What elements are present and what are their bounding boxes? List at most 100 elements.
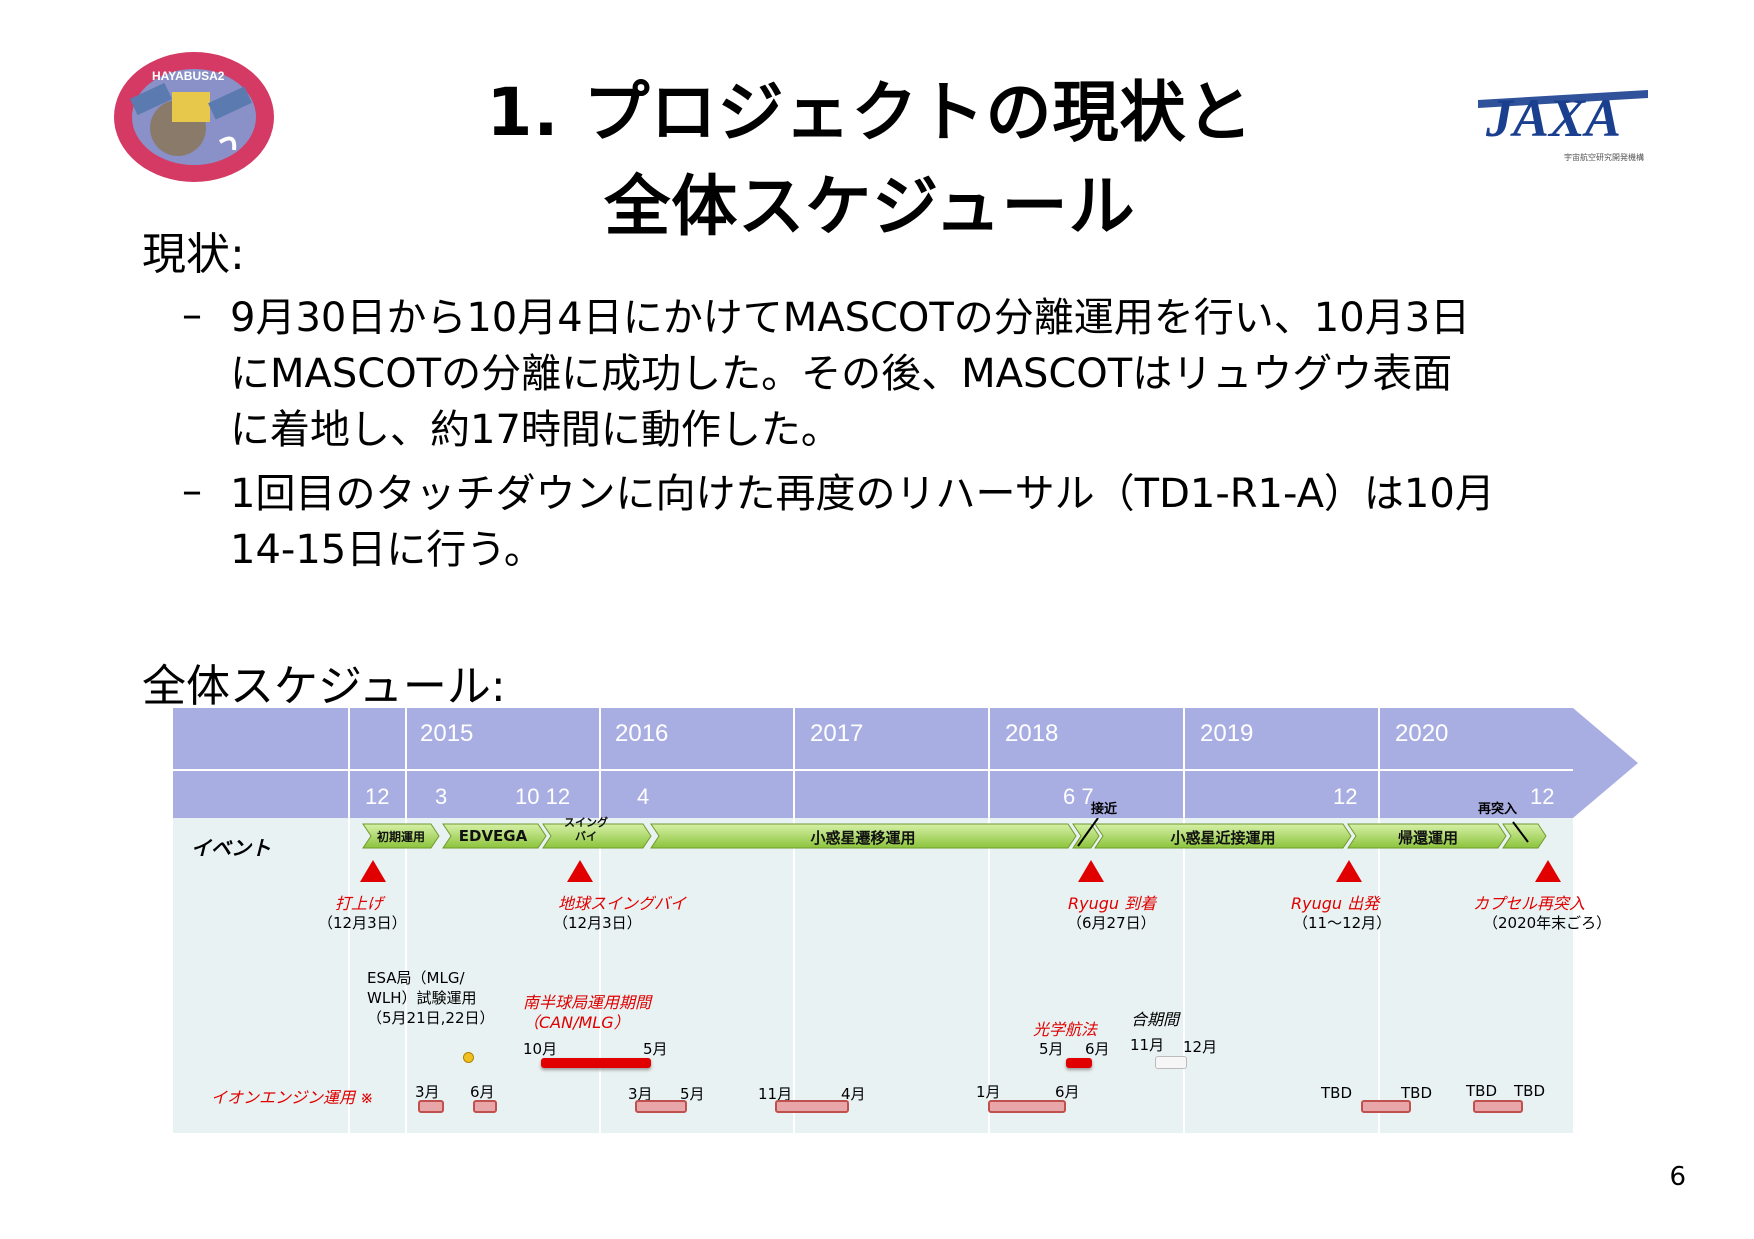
south-line-1: 南半球局運用期間 — [523, 993, 652, 1012]
grid-line — [793, 708, 795, 1133]
esa-test-note: ESA局（MLG/ WLH）試験運用 （5月21日,22日） — [367, 968, 495, 1028]
esa-line-1: ESA局（MLG/ — [367, 969, 465, 987]
south-to: 5月 — [643, 1040, 668, 1058]
ion-month: 1月 — [976, 1083, 1001, 1101]
month-label: 12 — [365, 784, 390, 809]
conj-from: 11月 — [1130, 1036, 1165, 1054]
ion-bar — [775, 1100, 849, 1113]
event-reentry: カプセル再突入 — [1473, 894, 1586, 913]
bullet-2: 1回目のタッチダウンに向けた再度のリハーサル（TD1-R1-A）は10月 14-… — [230, 466, 1630, 578]
svg-text:HAYABUSA2: HAYABUSA2 — [152, 69, 225, 83]
conjunction-bar — [1155, 1056, 1187, 1069]
svg-text:JAXA: JAXA — [1485, 88, 1621, 148]
segment-initial — [362, 823, 440, 849]
slide-title: 1. プロジェクトの現状と 全体スケジュール — [380, 66, 1360, 254]
year-label: 2019 — [1200, 720, 1254, 747]
event-swingby: 地球スイングバイ — [558, 894, 687, 913]
segment-label-transfer: 小惑星遷移運用 — [810, 829, 916, 847]
ion-bar — [1473, 1100, 1523, 1113]
event-arrival: Ryugu 到着 — [1068, 894, 1157, 913]
departure-marker — [1336, 860, 1362, 882]
south-station-bar — [541, 1058, 651, 1068]
conjunction-label: 合期間 — [1131, 1010, 1180, 1029]
esa-line-3: （5月21日,22日） — [367, 1009, 495, 1027]
reentry-label: 再突入 — [1478, 802, 1518, 817]
ion-month: TBD — [1514, 1082, 1546, 1100]
year-label: 2015 — [420, 720, 474, 747]
bullet-1-line-2: にMASCOTの分離に成功した。その後、MASCOTはリュウグウ表面 — [230, 351, 1453, 397]
optical-nav-label: 光学航法 — [1033, 1020, 1098, 1039]
month-label: 3 — [435, 784, 448, 809]
ion-bar — [1361, 1100, 1411, 1113]
year-label: 2020 — [1395, 720, 1449, 747]
ion-month: 3月 — [415, 1083, 440, 1101]
segment-transfer — [650, 823, 1077, 849]
hayabusa2-logo: HAYABUSA2 — [112, 50, 277, 185]
ion-bar — [418, 1100, 444, 1113]
ion-bar — [473, 1100, 497, 1113]
segment-label-edvega: EDVEGA — [458, 827, 528, 845]
event-launch-date: （12月3日） — [318, 914, 407, 932]
title-line-2: 全体スケジュール — [604, 168, 1136, 245]
event-launch: 打上げ — [335, 894, 384, 913]
swingby-marker — [567, 860, 593, 882]
bullet-1: 9月30日から10月4日にかけてMASCOTの分離運用を行い、10月3日 にMA… — [230, 290, 1630, 458]
segment-label-swingby: スイング バイ — [564, 816, 608, 843]
segment-edvega — [442, 823, 547, 849]
title-line-1: 1. プロジェクトの現状と — [486, 74, 1254, 151]
month-label: 12 — [1530, 784, 1555, 809]
event-swingby-date: （12月3日） — [553, 914, 642, 932]
grid-line — [1378, 708, 1380, 1133]
year-label: 2018 — [1005, 720, 1059, 747]
ion-month: 4月 — [841, 1085, 866, 1103]
ion-month: TBD — [1401, 1084, 1433, 1102]
event-departure-date: （11～12月） — [1293, 914, 1392, 932]
ion-month: TBD — [1466, 1082, 1498, 1100]
ion-engine-label: イオンエンジン運用 ※ — [211, 1088, 374, 1107]
month-label: 12 — [1333, 784, 1358, 809]
esa-test-dot — [463, 1052, 474, 1063]
south-station-note: 南半球局運用期間 （CAN/MLG） — [523, 993, 651, 1033]
segment-label-initial: 初期運用 — [376, 830, 425, 844]
month-label: 6 7 — [1063, 784, 1094, 809]
ion-month: TBD — [1321, 1084, 1353, 1102]
schedule-heading: 全体スケジュール: — [142, 661, 506, 712]
ion-bar — [635, 1100, 687, 1113]
ion-bar — [988, 1100, 1066, 1113]
esa-line-2: WLH）試験運用 — [367, 989, 477, 1007]
grid-line — [599, 708, 601, 1133]
segment-label-proximity: 小惑星近接運用 — [1170, 829, 1276, 847]
launch-marker — [360, 860, 386, 882]
segment-return — [1347, 823, 1507, 849]
ion-month: 6月 — [1055, 1083, 1080, 1101]
segment-proximity — [1094, 823, 1352, 849]
year-label: 2017 — [810, 720, 864, 747]
optical-from: 5月 — [1039, 1040, 1064, 1058]
arrival-marker — [1078, 860, 1104, 882]
grid-line — [348, 708, 350, 1133]
ion-month: 5月 — [680, 1085, 705, 1103]
event-departure: Ryugu 出発 — [1291, 894, 1380, 913]
page-number: 6 — [1669, 1162, 1686, 1192]
event-reentry-date: （2020年末ごろ） — [1483, 914, 1612, 932]
conj-to: 12月 — [1183, 1038, 1218, 1056]
bullet-1-line-3: に着地し、約17時間に動作した。 — [230, 407, 841, 453]
bullet-1-line-1: 9月30日から10月4日にかけてMASCOTの分離運用を行い、10月3日 — [230, 295, 1471, 341]
segment-label-return: 帰還運用 — [1397, 829, 1458, 847]
bullet-dash-1: – — [182, 292, 202, 338]
status-heading: 現状: — [142, 229, 245, 280]
phase-segments — [362, 818, 1547, 849]
south-line-2: （CAN/MLG） — [523, 1013, 630, 1032]
approach-label: 接近 — [1091, 802, 1118, 817]
ion-month: 6月 — [470, 1083, 495, 1101]
event-arrival-date: （6月27日） — [1067, 914, 1156, 932]
month-label: 10 12 — [515, 784, 571, 809]
ion-month: 3月 — [628, 1085, 653, 1103]
bullet-2-line-1: 1回目のタッチダウンに向けた再度のリハーサル（TD1-R1-A）は10月 — [230, 471, 1495, 517]
grid-line — [1183, 708, 1185, 1133]
year-label: 2016 — [615, 720, 669, 747]
bullet-dash-2: – — [182, 468, 202, 514]
event-row-label: イベント — [191, 836, 271, 860]
grid-line — [405, 708, 407, 1133]
segment-swingby — [542, 823, 652, 849]
